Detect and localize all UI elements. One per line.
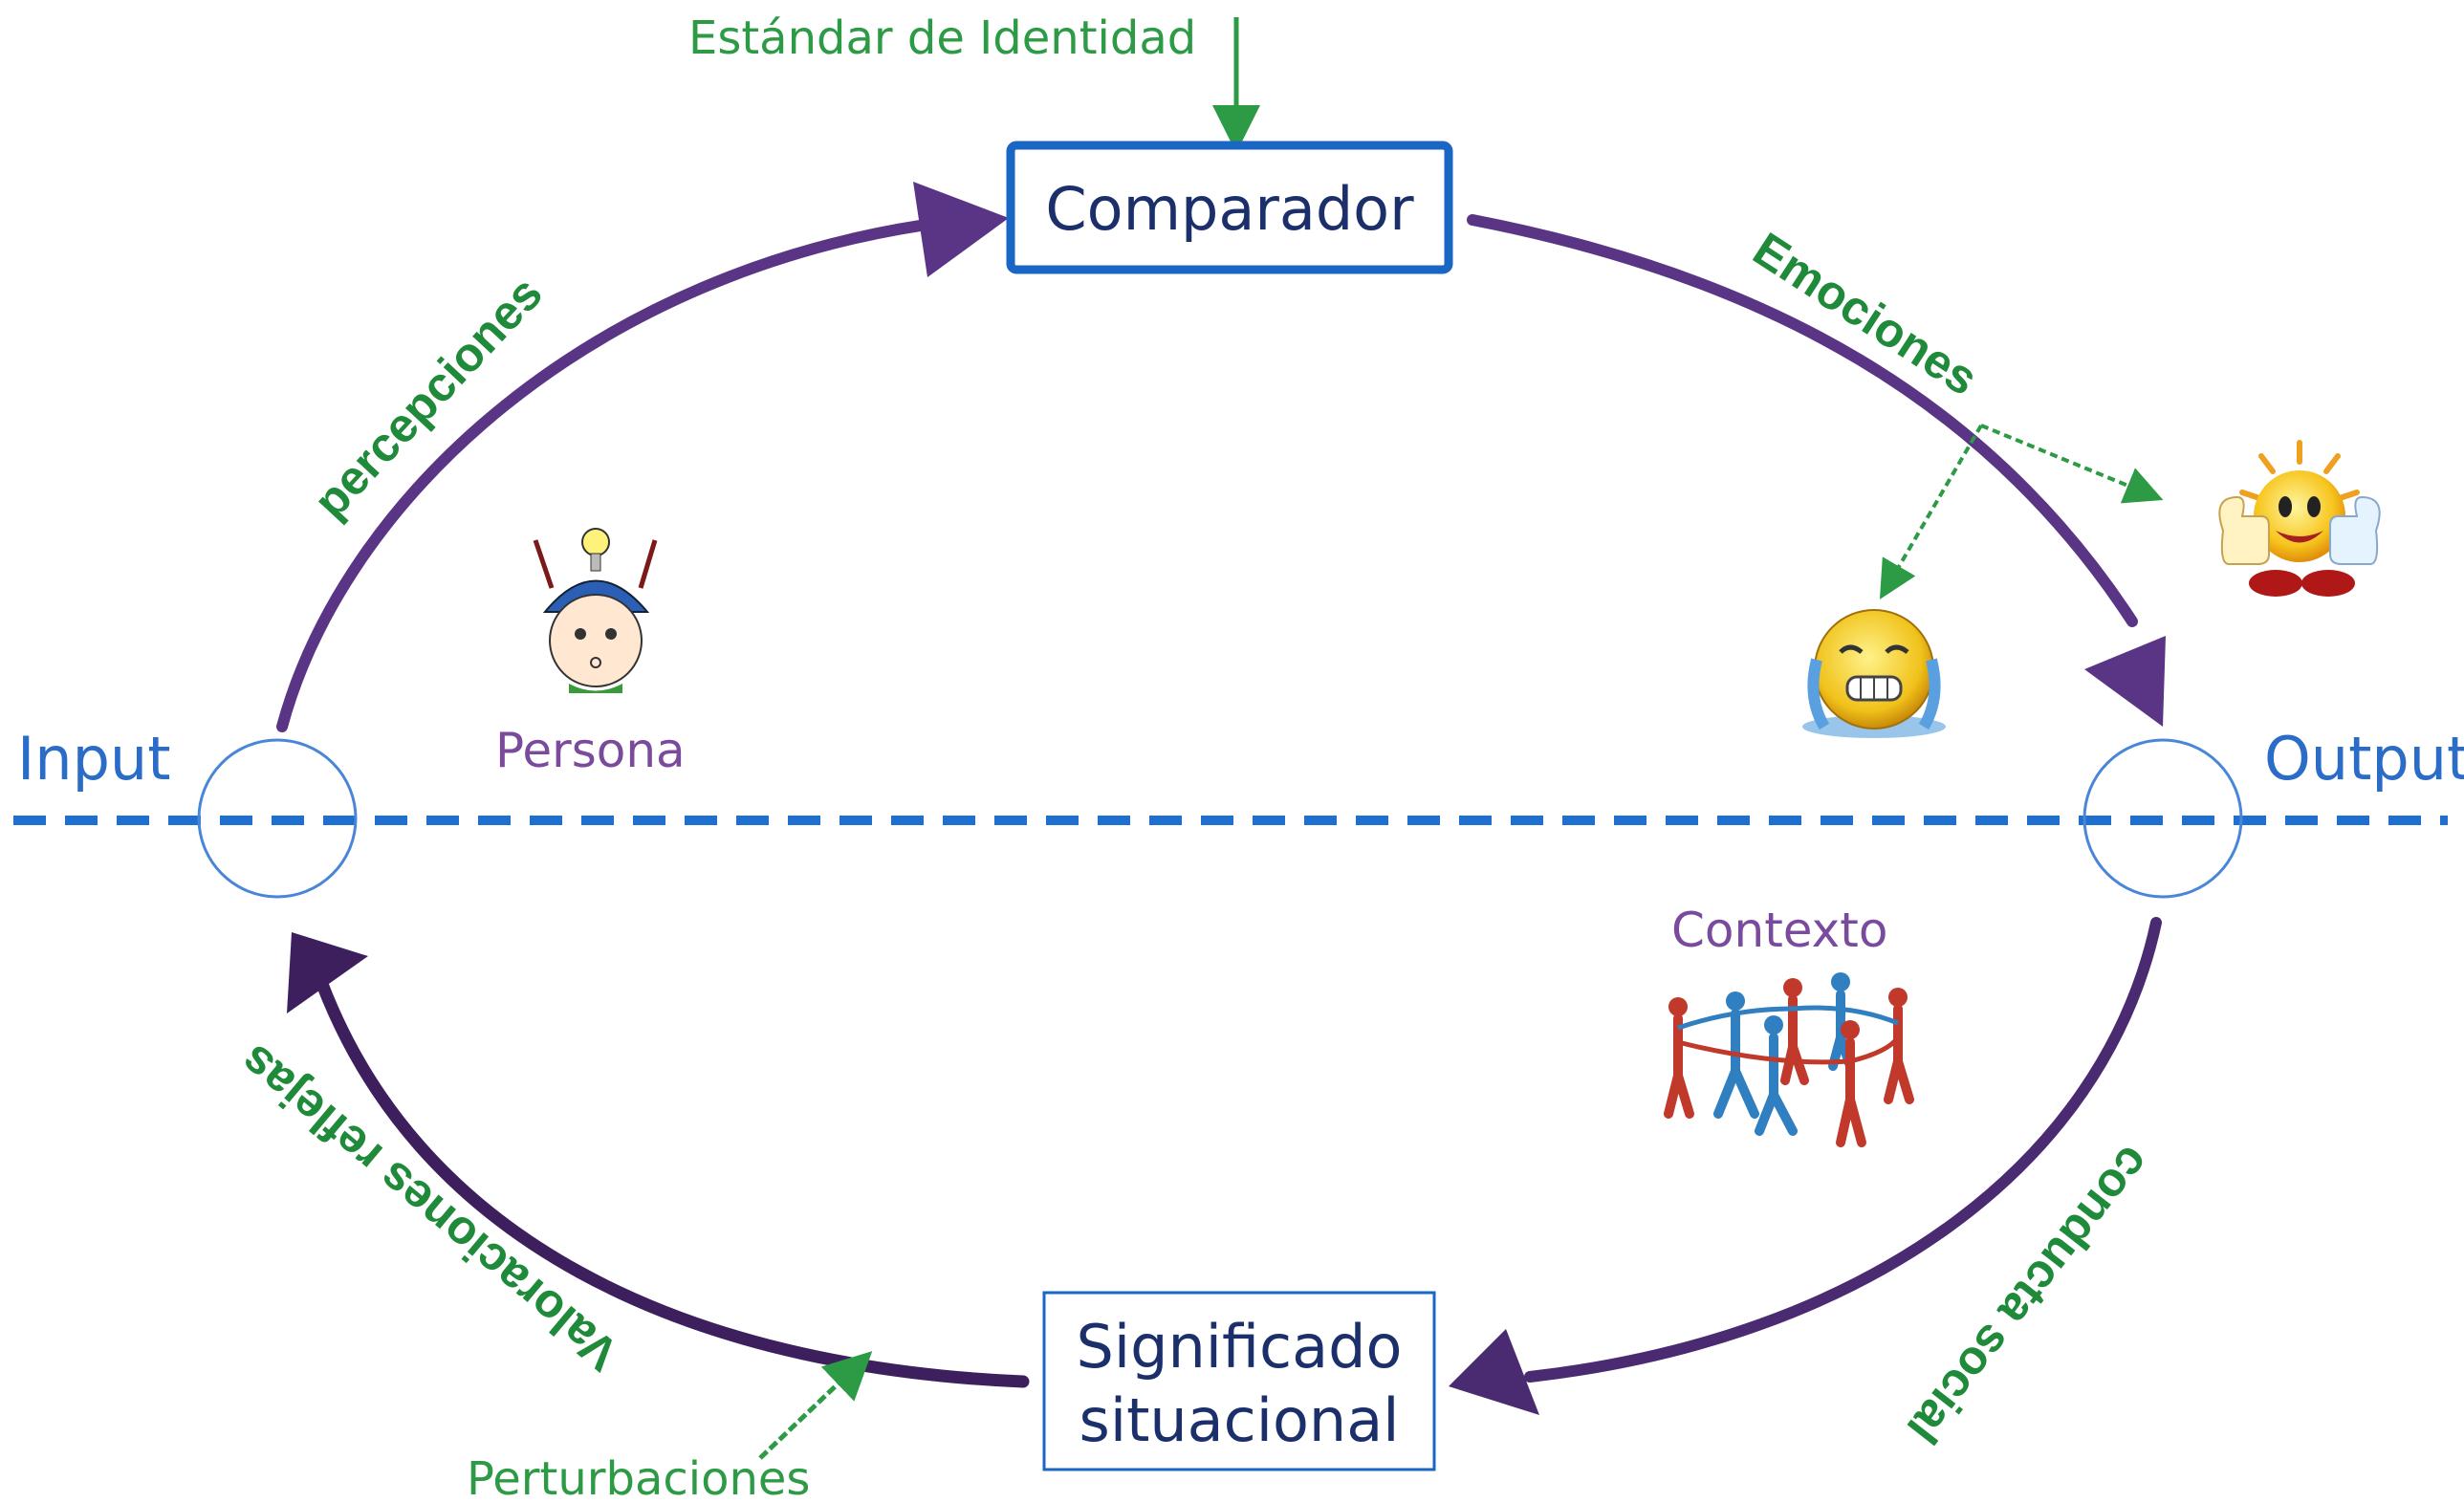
percepciones-arrow [276,182,1009,732]
significado-box: Significado situacional [1042,1291,1436,1471]
emociones-to-happy-arrow [1980,424,2164,504]
happy-sun-thumbs-up-icon [2218,440,2381,597]
estandar-label: Estándar de Identidad [688,11,1196,65]
valoraciones-arrow [287,932,1030,1388]
emociones-to-sad-arrow [1879,424,1983,599]
crying-face-icon [1802,609,1946,738]
output-node-circle [2082,738,2243,899]
conducta-social-label: conducta social [1897,1136,2162,1453]
input-node-circle [197,738,358,899]
emociones-arrow [1467,214,2166,727]
comparador-box: Comparador [1006,141,1453,274]
comparador-label: Comparador [1045,174,1414,244]
output-label: Output [2264,724,2464,794]
persona-label: Persona [495,723,686,778]
perturbaciones-label: Perturbaciones [467,1452,810,1503]
significado-label-line1: Significado [1077,1312,1403,1382]
significado-label-line2: situacional [1079,1385,1400,1455]
contexto-label: Contexto [1671,903,1887,958]
valoraciones-label: Valoraciones reflejas [229,1035,628,1382]
perturbaciones-arrow [758,1351,873,1460]
input-label: Input [17,724,171,794]
thinking-cap-person-icon [533,528,658,693]
people-circle-icon [1664,972,1914,1147]
conducta-social-arrow [1449,917,2162,1415]
